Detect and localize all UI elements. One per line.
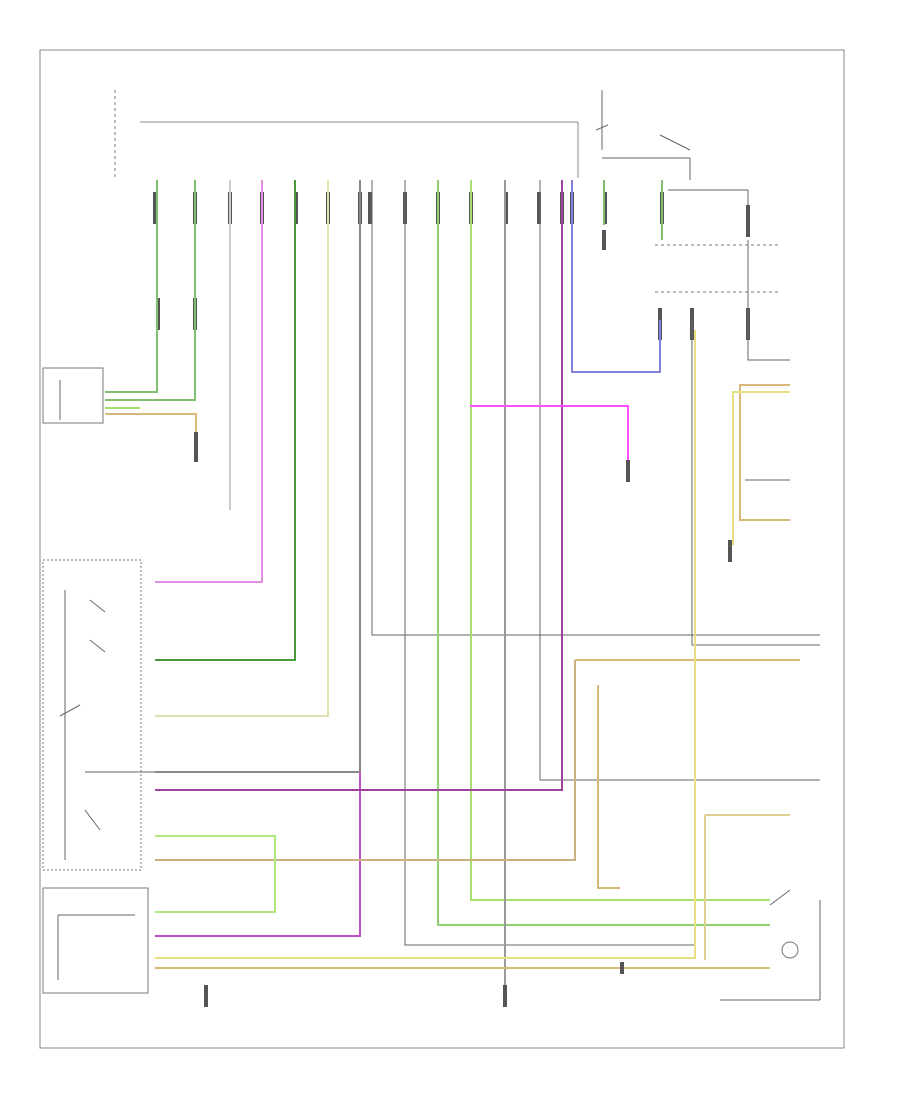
wire-green-3 <box>437 180 770 926</box>
wire-magenta-1 <box>470 405 629 470</box>
bottom-right-module <box>720 889 821 1001</box>
wire-tan-2 <box>739 384 790 521</box>
wire-violet-1 <box>155 772 361 937</box>
wire-violet-2 <box>155 180 563 791</box>
wire-tan-5 <box>597 685 620 889</box>
diagram-frame <box>39 49 845 1049</box>
bottom-ground-right-pin <box>620 962 624 974</box>
center-lamp-pin <box>626 460 630 482</box>
wire-dkgreen-1 <box>155 180 296 661</box>
wire-ltgray-2 <box>155 180 329 717</box>
left-switch <box>42 559 155 871</box>
wire-green-1 <box>105 180 158 393</box>
wire-yellow-3 <box>155 330 696 959</box>
top-relay <box>595 90 749 205</box>
wire-tan-1 <box>105 413 197 440</box>
wire-yellow-2 <box>704 814 790 960</box>
wire-gray-5 <box>539 180 820 781</box>
wire-green-2 <box>105 180 196 401</box>
wire-yellow-1 <box>732 391 790 545</box>
wire-gray-6 <box>747 240 790 361</box>
bottom-ground-left-pin <box>204 985 208 1007</box>
wire-gray-2 <box>371 180 820 636</box>
right-ground-pin <box>728 540 732 562</box>
wire-tan-4 <box>155 660 576 861</box>
wire-gray-7 <box>691 320 820 646</box>
left-module <box>42 367 104 424</box>
wire-ltgreen-2 <box>155 835 276 913</box>
top-connector-pins <box>153 192 750 237</box>
wire-pink-1 <box>155 180 263 583</box>
wire-gray-3 <box>404 180 695 946</box>
bottom-ground-mid-pin <box>503 985 507 1007</box>
wire-green-4 <box>470 180 770 901</box>
wire-gray-1 <box>155 180 361 773</box>
bottom-left-module <box>42 887 149 994</box>
ground-left-pin <box>194 432 198 462</box>
wire-blue-1 <box>571 180 661 373</box>
